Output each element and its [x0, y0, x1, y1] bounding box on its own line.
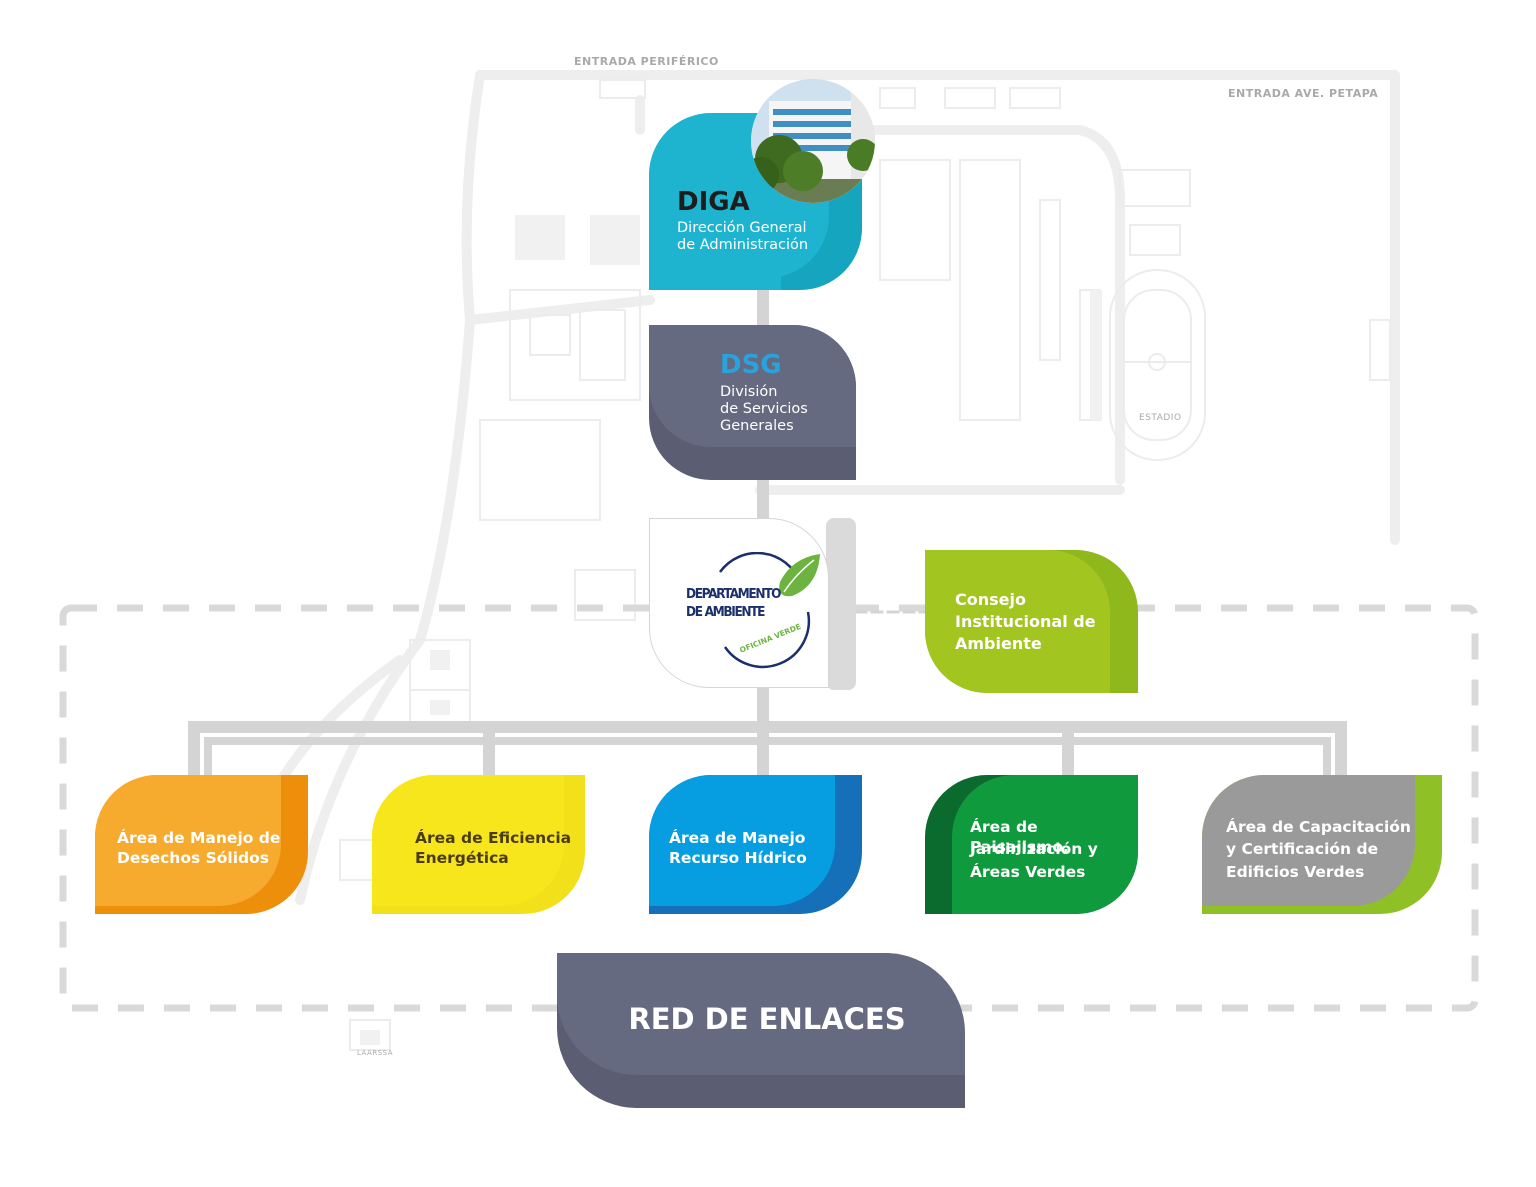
area-box-capacitacion-face [1202, 775, 1415, 906]
consejo-line1: Consejo [955, 590, 1026, 609]
diga-subtitle-line1: Dirección General [677, 220, 807, 236]
area-box-eficiencia-face [372, 775, 564, 906]
dsg-subtitle-line3: Generales [720, 418, 794, 434]
diga-title: DIGA [677, 187, 750, 217]
area-box-capacitacion: Área de Capacitación y Certificación de … [1202, 775, 1442, 914]
area-capacitacion-line3: Edificios Verdes [1226, 863, 1365, 881]
area-box-hidrico-face [649, 775, 835, 906]
area-box-paisajismo-face [952, 775, 1138, 914]
building-photo [751, 79, 875, 203]
area-box-paisajismo: Área de Paisajismo, Jardinización y Área… [925, 775, 1138, 914]
area-paisajismo-line3: Áreas Verdes [970, 863, 1086, 881]
area-box-eficiencia: Área de Eficiencia Energética [372, 775, 585, 914]
area-hidrico-line1: Área de Manejo [669, 829, 806, 847]
departamento-logo [718, 552, 820, 669]
building-photo-image [751, 79, 875, 203]
area-desechos-line2: Desechos Sólidos [117, 849, 270, 867]
area-capacitacion-line1: Área de Capacitación [1226, 818, 1411, 836]
departamento-logo-line2: DE AMBIENTE [686, 604, 765, 620]
dsg-box-face [649, 325, 856, 447]
area-box-desechos-face [95, 775, 281, 906]
consejo-line2: Institucional de [955, 612, 1096, 631]
area-eficiencia-line2: Energética [415, 849, 509, 867]
departamento-logo-line1: DEPARTAMENTO [686, 586, 781, 602]
area-paisajismo-line2: Jardinización y [970, 840, 1098, 858]
consejo-box-face [925, 550, 1110, 693]
area-capacitacion-line2: y Certificación de [1226, 840, 1379, 858]
dsg-title: DSG [720, 350, 782, 380]
consejo-box: Consejo Institucional de Ambiente [925, 550, 1138, 693]
map-label-laarssa: LAARSSA [357, 1049, 394, 1057]
red-de-enlaces-box: RED DE ENLACES [557, 953, 965, 1108]
red-de-enlaces-label: RED DE ENLACES [628, 1002, 906, 1036]
dsg-subtitle-line2: de Servicios [720, 401, 808, 417]
area-eficiencia-line1: Área de Eficiencia [415, 829, 572, 847]
consejo-line3: Ambiente [955, 634, 1042, 653]
area-hidrico-line2: Recurso Hídrico [669, 849, 807, 867]
area-box-hidrico: Área de Manejo Recurso Hídrico [649, 775, 862, 914]
map-label-stadium: ESTADIO [1139, 413, 1182, 423]
dsg-box: DSG División de Servicios Generales [649, 325, 856, 480]
area-paisajismo-line1: Área de Paisajismo, [970, 818, 1069, 857]
map-label-entrance-petapa: ENTRADA AVE. PETAPA [1228, 87, 1379, 100]
diga-subtitle-line2: de Administración [677, 237, 809, 253]
map-label-entrance-periferico: ENTRADA PERIFÉRICO [574, 55, 719, 68]
area-desechos-line1: Área de Manejo de [117, 829, 281, 847]
area-box-desechos: Área de Manejo de Desechos Sólidos [95, 775, 308, 914]
red-de-enlaces-box-face [557, 953, 965, 1075]
dsg-subtitle-line1: División [720, 384, 778, 400]
